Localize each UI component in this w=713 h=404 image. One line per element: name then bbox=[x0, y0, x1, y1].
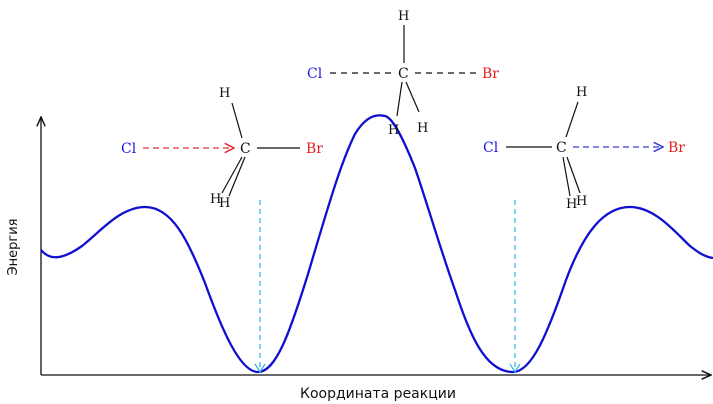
y-axis-label: Энергия bbox=[6, 219, 21, 276]
x-axis-label: Координата реакции bbox=[300, 386, 456, 402]
product-h-top: H bbox=[576, 85, 587, 100]
product-cl-label: Cl bbox=[483, 140, 499, 156]
product-h-bottom-1: H bbox=[566, 197, 577, 212]
product-br-label: Br bbox=[668, 140, 685, 156]
reactant-h-bottom-bond-1 bbox=[221, 156, 243, 194]
product-drop-arrowhead bbox=[509, 363, 521, 374]
energy-curve bbox=[40, 114, 713, 374]
reactant-h-bottom-2: H bbox=[219, 196, 230, 211]
transition-state-molecule: Cl C Br H H H bbox=[307, 9, 499, 138]
reactant-h-bottom-1: H bbox=[210, 192, 221, 207]
product-h-bottom-bond-2 bbox=[566, 156, 581, 194]
product-h-bottom-2: H bbox=[576, 194, 587, 209]
ts-h-bottom-bond-1 bbox=[396, 81, 403, 117]
ts-h-top: H bbox=[398, 9, 409, 24]
ts-h-bottom-2: H bbox=[417, 121, 428, 136]
reactant-drop-arrowhead bbox=[254, 363, 266, 374]
product-c-label: C bbox=[556, 140, 567, 156]
reactant-h-bottom-bond-2 bbox=[228, 156, 246, 197]
product-h-bottom-bond-1 bbox=[562, 156, 571, 197]
reactant-h-top: H bbox=[219, 86, 230, 101]
reactant-molecule: Cl C Br H H H bbox=[121, 86, 323, 211]
product-molecule: Cl C Br H H H bbox=[483, 85, 685, 212]
ts-c-label: C bbox=[398, 66, 409, 82]
reactant-cl-label: Cl bbox=[121, 141, 137, 157]
ts-h-bottom-1: H bbox=[388, 123, 399, 138]
reactant-c-label: C bbox=[240, 141, 251, 157]
ts-h-bottom-bond-2 bbox=[405, 81, 420, 113]
reactant-br-label: Br bbox=[306, 141, 323, 157]
ts-br-label: Br bbox=[482, 66, 499, 82]
reactant-h-top-bond bbox=[231, 102, 243, 139]
ts-cl-label: Cl bbox=[307, 66, 323, 82]
product-h-top-bond bbox=[565, 101, 579, 138]
